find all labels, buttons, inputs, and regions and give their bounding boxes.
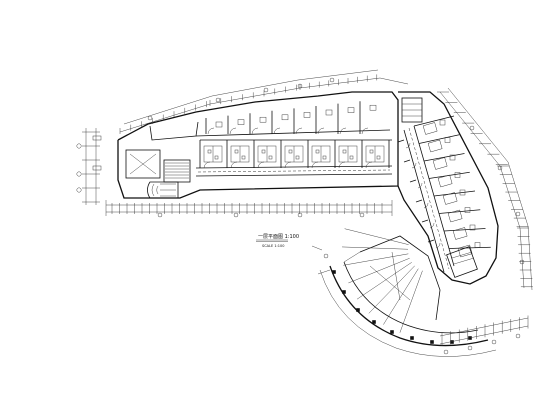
east-wing (397, 91, 499, 285)
west-wing (117, 91, 399, 199)
drawing-title-block: 一层平面图 1:100 SCALE 1:100 (256, 234, 299, 248)
drawing-title: 一层平面图 1:100 (258, 234, 299, 240)
left-dimension-strip (76, 128, 102, 205)
curved-hall (311, 228, 497, 357)
north-dimension-line (119, 69, 409, 134)
drawing-subtitle: SCALE 1:100 (262, 244, 284, 248)
west-wing-dimension-line (105, 200, 393, 218)
east-dimension-line (437, 87, 533, 291)
bottom-right-dimension-block (439, 315, 529, 355)
